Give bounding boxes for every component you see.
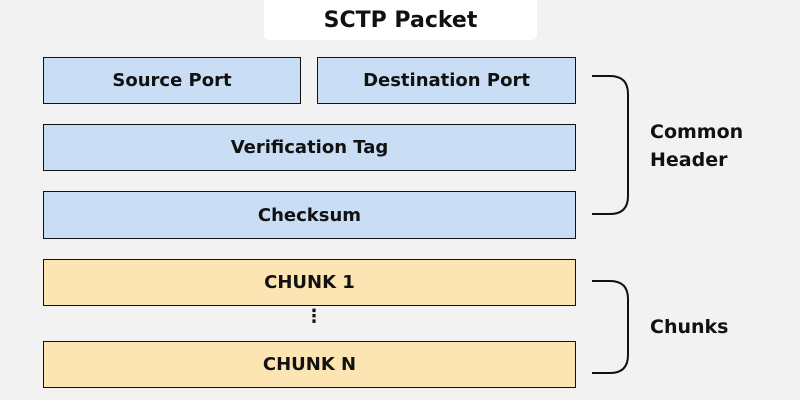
chunk-1: CHUNK 1	[43, 259, 576, 306]
common-header-label: Common Header	[650, 118, 743, 174]
common-header-brace	[592, 75, 629, 215]
verification-tag-field: Verification Tag	[43, 124, 576, 171]
diagram-title: SCTP Packet	[264, 0, 537, 40]
chunks-label: Chunks	[650, 316, 729, 338]
source-port-field: Source Port	[43, 57, 301, 104]
chunks-brace	[592, 280, 629, 374]
destination-port-field: Destination Port	[317, 57, 576, 104]
chunk-n: CHUNK N	[43, 341, 576, 388]
common-header-line2: Header	[650, 149, 728, 171]
checksum-field: Checksum	[43, 191, 576, 239]
common-header-line1: Common	[650, 121, 744, 143]
